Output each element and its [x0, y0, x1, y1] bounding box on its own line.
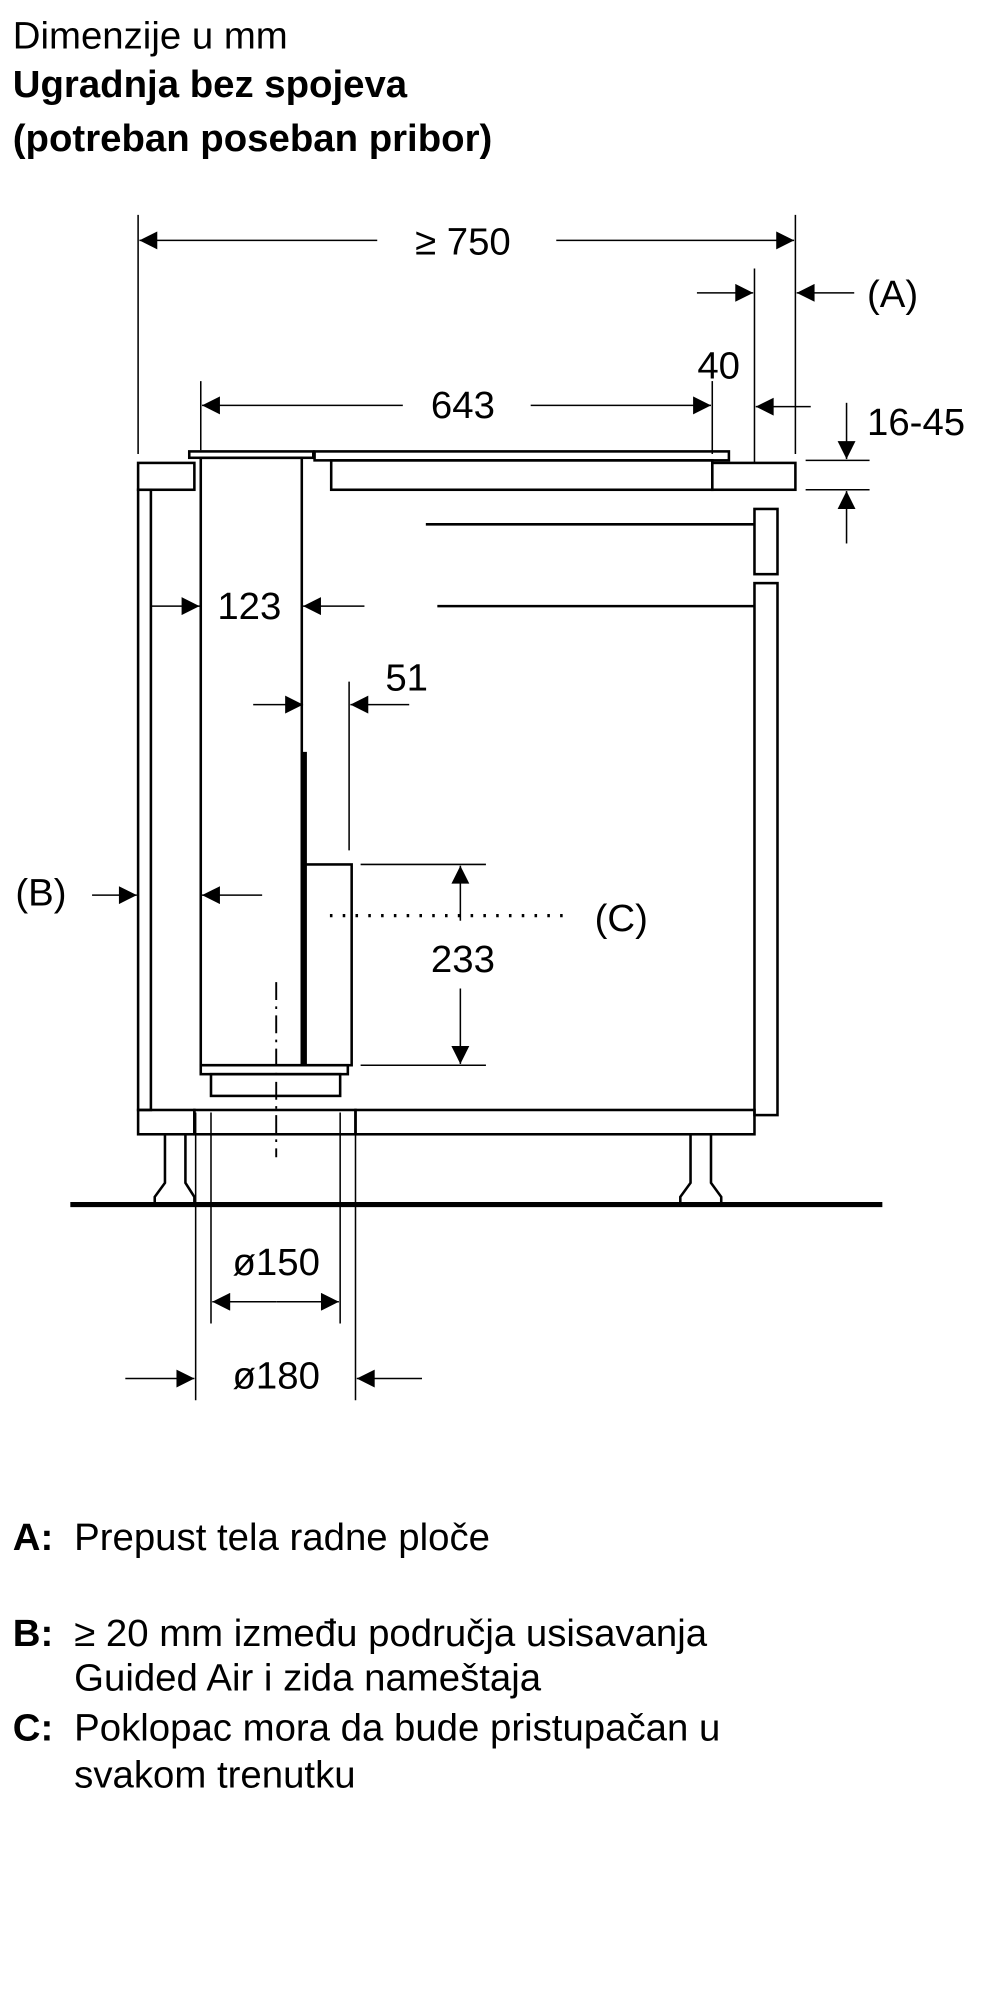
dim-total-width: ≥ 750 — [415, 220, 511, 263]
legend-text-c2: svakom trenutku — [74, 1754, 355, 1797]
cover-box — [303, 863, 353, 1067]
legend-text-a: Prepust tela radne ploče — [74, 1516, 490, 1559]
dimension-b: (B) — [15, 871, 263, 914]
legend-text-b1: ≥ 20 mm između područja usisavanja — [74, 1612, 708, 1655]
legend-text-b2: Guided Air i zida nameštaja — [74, 1657, 542, 1700]
legend-key-c: C: — [13, 1706, 53, 1749]
legend-key-a: A: — [13, 1516, 53, 1559]
dim-column-width: 123 — [217, 585, 281, 628]
callout-c: (C) — [595, 897, 648, 940]
cabinet — [70, 456, 883, 1208]
dimension-hob-width: 643 40 — [200, 345, 811, 454]
dim-overhang: 40 — [697, 345, 740, 388]
dim-offset: 51 — [385, 657, 428, 700]
subtitle: Dimenzije u mm — [13, 15, 288, 58]
dimension-column-width: 123 — [150, 585, 365, 628]
dim-hob-width: 643 — [431, 384, 495, 427]
dimension-worktop-thickness: 16-45 — [805, 401, 965, 544]
dimension-total-width: ≥ 750 — [137, 214, 797, 454]
callout-a: (A) — [867, 273, 918, 316]
legend-text-c1: Poklopac mora da bude pristupačan u — [74, 1706, 720, 1749]
dim-diameter-inner: ø150 — [232, 1241, 319, 1284]
dimension-cover-height: 233 (C) — [329, 863, 648, 1066]
worktop — [136, 450, 797, 492]
dimension-diameters: ø150 ø180 — [125, 1112, 422, 1401]
dim-worktop-thickness: 16-45 — [867, 401, 965, 444]
dim-cover-height: 233 — [431, 938, 495, 981]
legend: A: Prepust tela radne ploče B: ≥ 20 mm i… — [13, 1516, 721, 1797]
dimension-a: (A) — [696, 268, 918, 463]
dim-diameter-outer: ø180 — [232, 1355, 319, 1398]
page-title-line2: (potreban poseban pribor) — [13, 117, 493, 160]
legend-key-b: B: — [13, 1612, 53, 1655]
dimension-offset: 51 — [253, 657, 428, 851]
page-title-line1: Ugradnja bez spojeva — [13, 63, 408, 106]
callout-b: (B) — [15, 871, 66, 914]
